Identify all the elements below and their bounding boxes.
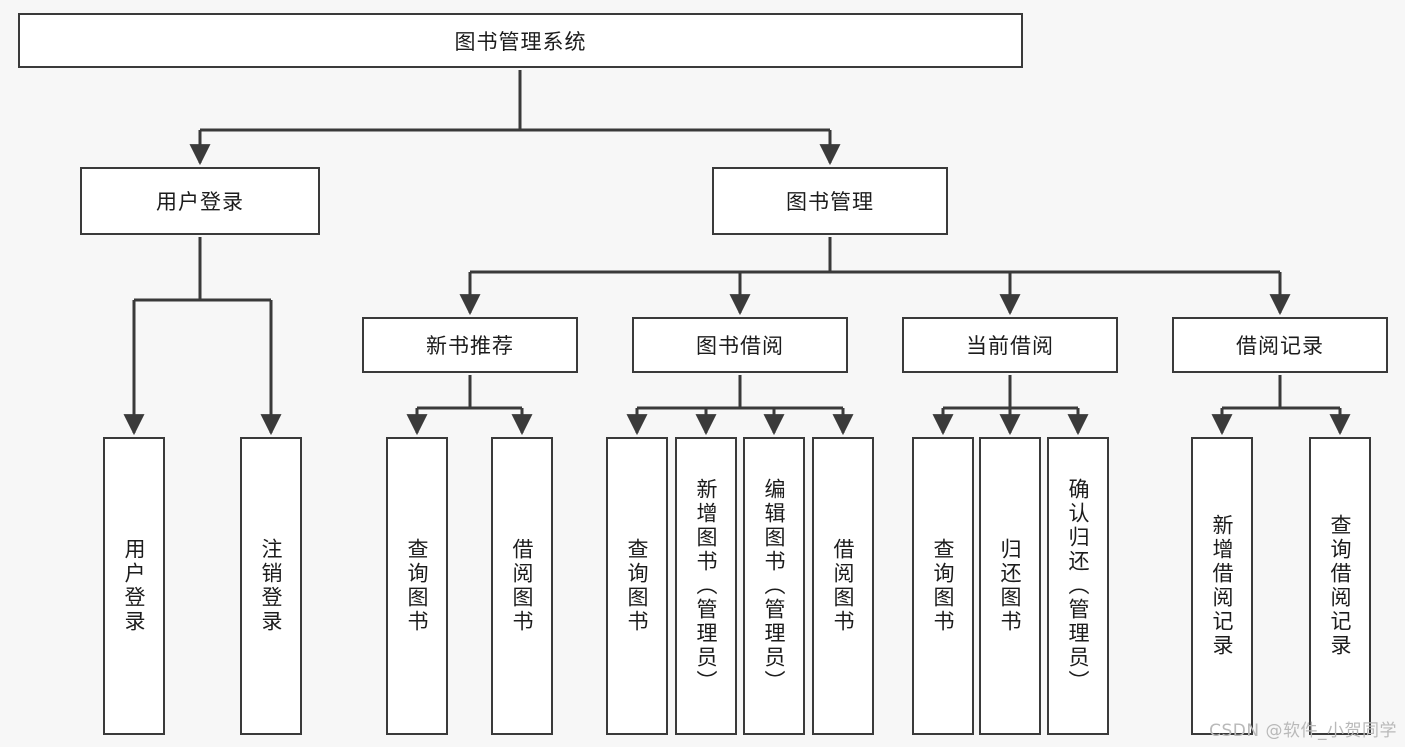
node-leaf-borrow-book-1[interactable]: 借阅图书 bbox=[491, 437, 553, 735]
node-book-borrow-label: 图书借阅 bbox=[696, 334, 784, 358]
node-book-manage-label: 图书管理 bbox=[786, 190, 874, 214]
node-leaf-query-book-1[interactable]: 查询图书 bbox=[386, 437, 448, 735]
node-current-borrow[interactable]: 当前借阅 bbox=[902, 317, 1118, 373]
node-leaf-user-logout-label: 注销登录 bbox=[259, 538, 284, 634]
node-root-label: 图书管理系统 bbox=[454, 29, 587, 54]
node-leaf-add-record-label: 新增借阅记录 bbox=[1210, 514, 1235, 658]
node-leaf-confirm-return[interactable]: 确认归还（管理员） bbox=[1047, 437, 1109, 735]
node-leaf-query-record-label: 查询借阅记录 bbox=[1328, 514, 1353, 658]
node-leaf-user-logout[interactable]: 注销登录 bbox=[240, 437, 302, 735]
node-leaf-return-book[interactable]: 归还图书 bbox=[979, 437, 1041, 735]
node-leaf-borrow-book-2[interactable]: 借阅图书 bbox=[812, 437, 874, 735]
node-leaf-user-login-label: 用户登录 bbox=[122, 538, 147, 634]
node-borrow-record[interactable]: 借阅记录 bbox=[1172, 317, 1388, 373]
node-leaf-user-login[interactable]: 用户登录 bbox=[103, 437, 165, 735]
node-new-book-recommend-label: 新书推荐 bbox=[426, 334, 514, 358]
node-leaf-add-book-label: 新增图书（管理员） bbox=[694, 478, 719, 694]
node-root[interactable]: 图书管理系统 bbox=[18, 13, 1023, 68]
node-book-borrow[interactable]: 图书借阅 bbox=[632, 317, 848, 373]
node-leaf-add-record[interactable]: 新增借阅记录 bbox=[1191, 437, 1253, 735]
node-leaf-confirm-return-label: 确认归还（管理员） bbox=[1066, 478, 1091, 694]
node-leaf-edit-book[interactable]: 编辑图书（管理员） bbox=[743, 437, 805, 735]
node-leaf-query-book-2[interactable]: 查询图书 bbox=[606, 437, 668, 735]
node-book-manage[interactable]: 图书管理 bbox=[712, 167, 948, 235]
node-leaf-query-record[interactable]: 查询借阅记录 bbox=[1309, 437, 1371, 735]
node-user-login-label: 用户登录 bbox=[156, 190, 244, 214]
node-leaf-return-book-label: 归还图书 bbox=[998, 538, 1023, 634]
node-leaf-query-book-2-label: 查询图书 bbox=[625, 538, 650, 634]
node-leaf-query-book-3[interactable]: 查询图书 bbox=[912, 437, 974, 735]
node-current-borrow-label: 当前借阅 bbox=[966, 334, 1054, 358]
node-leaf-borrow-book-2-label: 借阅图书 bbox=[831, 538, 856, 634]
node-leaf-query-book-1-label: 查询图书 bbox=[405, 538, 430, 634]
node-new-book-recommend[interactable]: 新书推荐 bbox=[362, 317, 578, 373]
node-leaf-borrow-book-1-label: 借阅图书 bbox=[510, 538, 535, 634]
node-leaf-edit-book-label: 编辑图书（管理员） bbox=[762, 478, 787, 694]
node-leaf-add-book[interactable]: 新增图书（管理员） bbox=[675, 437, 737, 735]
node-borrow-record-label: 借阅记录 bbox=[1236, 334, 1324, 358]
node-user-login[interactable]: 用户登录 bbox=[80, 167, 320, 235]
node-leaf-query-book-3-label: 查询图书 bbox=[931, 538, 956, 634]
